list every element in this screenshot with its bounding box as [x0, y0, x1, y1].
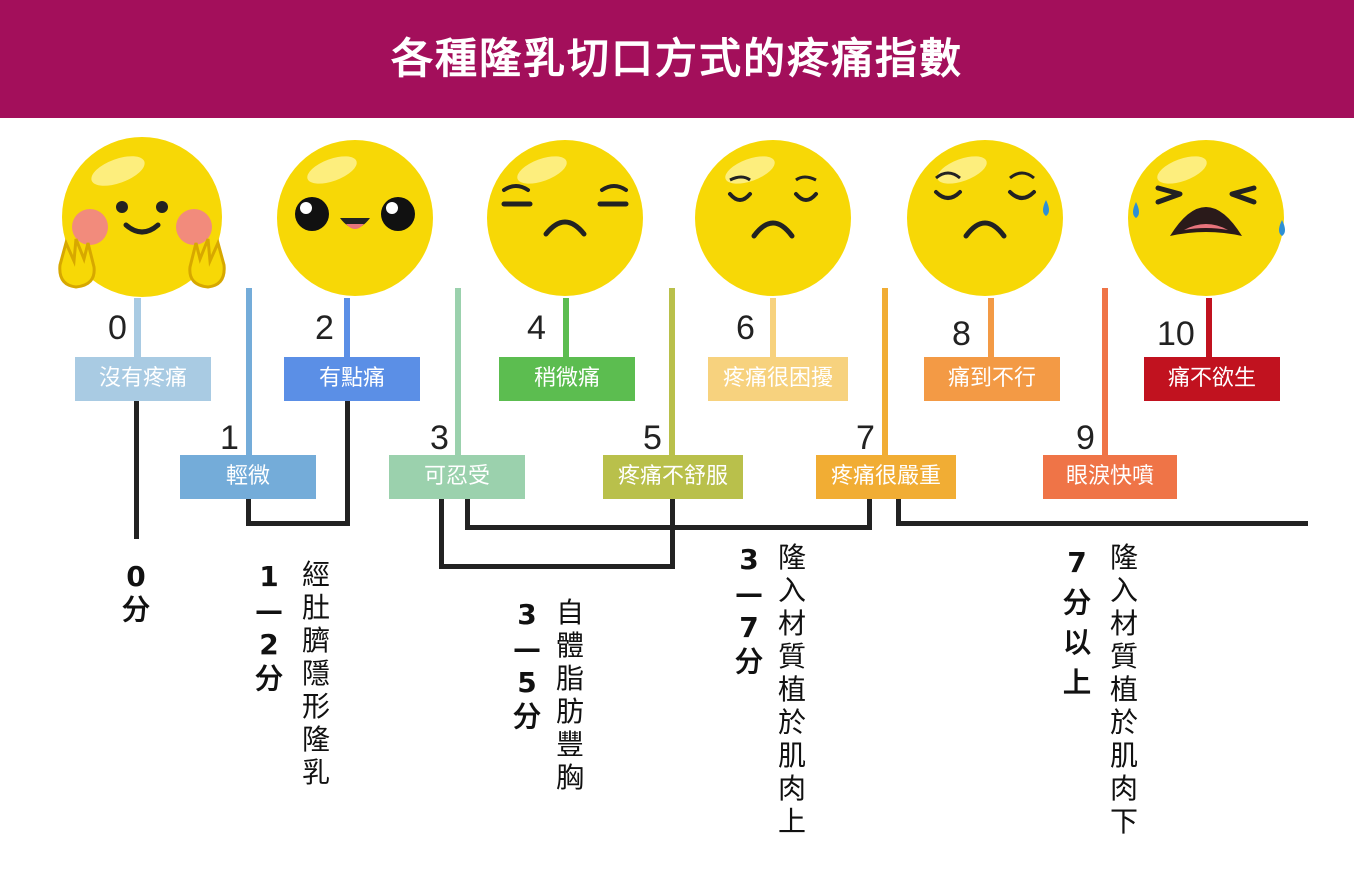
connector-3-5	[670, 499, 675, 569]
scale-label-7: 疼痛很嚴重	[816, 455, 956, 499]
scale-label-3: 可忍受	[389, 455, 525, 499]
method-name-2: 自體脂肪豐胸	[550, 596, 590, 794]
scale-label-9: 眼淚快噴	[1043, 455, 1177, 499]
method-name-text: 隆入材質植於肌肉下	[1109, 541, 1138, 838]
connector-0	[134, 401, 139, 539]
method-name-3: 隆入材質植於肌肉上	[772, 541, 812, 838]
face-tearful-icon	[907, 140, 1063, 296]
scale-line-0	[134, 298, 141, 358]
method-score-text: 3—5分	[512, 598, 541, 733]
face-excited-icon	[277, 140, 433, 296]
scale-number-3: 3	[430, 419, 449, 457]
header-banner	[0, 0, 1354, 118]
scale-label-6: 疼痛很困擾	[708, 357, 848, 401]
connector-7-plus	[896, 499, 901, 526]
method-score-0: 0分	[116, 560, 156, 626]
connector-3-5	[439, 499, 444, 569]
connector-3-7	[867, 499, 872, 530]
scale-number-2: 2	[315, 309, 334, 347]
method-name-4: 隆入材質植於肌肉下	[1104, 541, 1144, 838]
scale-number-6: 6	[736, 309, 755, 347]
method-score-text: 3—7分	[734, 543, 763, 678]
method-score-1-2: 1—2分	[250, 560, 288, 696]
method-score-text: 7分以上	[1062, 546, 1091, 699]
method-name-text: 經肚臍隱形隆乳	[301, 558, 330, 789]
method-score-3-5: 3—5分	[508, 598, 546, 734]
connector-1-2	[246, 499, 251, 525]
scale-number-8: 8	[952, 315, 971, 353]
connector-7-plus	[896, 521, 1308, 526]
scale-line-4	[563, 298, 569, 358]
method-name-text: 自體脂肪豐胸	[555, 596, 584, 794]
method-score-text: 1—2分	[254, 560, 283, 695]
face-sad-icon	[695, 140, 851, 296]
scale-line-3	[455, 288, 461, 456]
page-title: 各種隆乳切口方式的疼痛指數	[390, 34, 963, 83]
face-crying-icon	[1128, 140, 1285, 296]
scale-label-2: 有點痛	[284, 357, 420, 401]
connector-1-2	[246, 521, 350, 526]
scale-label-5: 疼痛不舒服	[603, 455, 743, 499]
scale-number-5: 5	[643, 419, 662, 457]
scale-line-7	[882, 288, 888, 456]
scale-line-2	[344, 298, 350, 358]
connector-1-2	[345, 401, 350, 526]
scale-line-9	[1102, 288, 1108, 456]
scale-label-0: 沒有疼痛	[75, 357, 211, 401]
scale-line-8	[988, 298, 994, 358]
connector-3-5	[439, 564, 675, 569]
scale-label-10: 痛不欲生	[1144, 357, 1280, 401]
connector-3-7	[465, 499, 470, 530]
method-score-3-7: 3—7分	[730, 543, 768, 679]
scale-number-4: 4	[527, 309, 546, 347]
face-smiling-icon	[58, 137, 226, 297]
connector-3-7	[465, 525, 872, 530]
face-uneasy-icon	[487, 140, 643, 296]
scale-label-8: 痛到不行	[924, 357, 1060, 401]
scale-number-9: 9	[1076, 419, 1095, 457]
method-name-1: 經肚臍隱形隆乳	[296, 558, 336, 789]
scale-label-1: 輕微	[180, 455, 316, 499]
scale-line-1	[246, 288, 252, 456]
method-score-text: 0分	[121, 560, 150, 626]
scale-number-10: 10	[1157, 315, 1195, 353]
scale-number-0: 0	[108, 309, 127, 347]
scale-line-6	[770, 298, 776, 358]
method-name-text: 隆入材質植於肌肉上	[777, 541, 806, 838]
scale-number-7: 7	[856, 419, 875, 457]
scale-label-4: 稍微痛	[499, 357, 635, 401]
method-score-7-plus: 7分以上	[1058, 543, 1096, 703]
scale-line-10	[1206, 298, 1212, 358]
scale-line-5	[669, 288, 675, 456]
scale-number-1: 1	[220, 419, 239, 457]
